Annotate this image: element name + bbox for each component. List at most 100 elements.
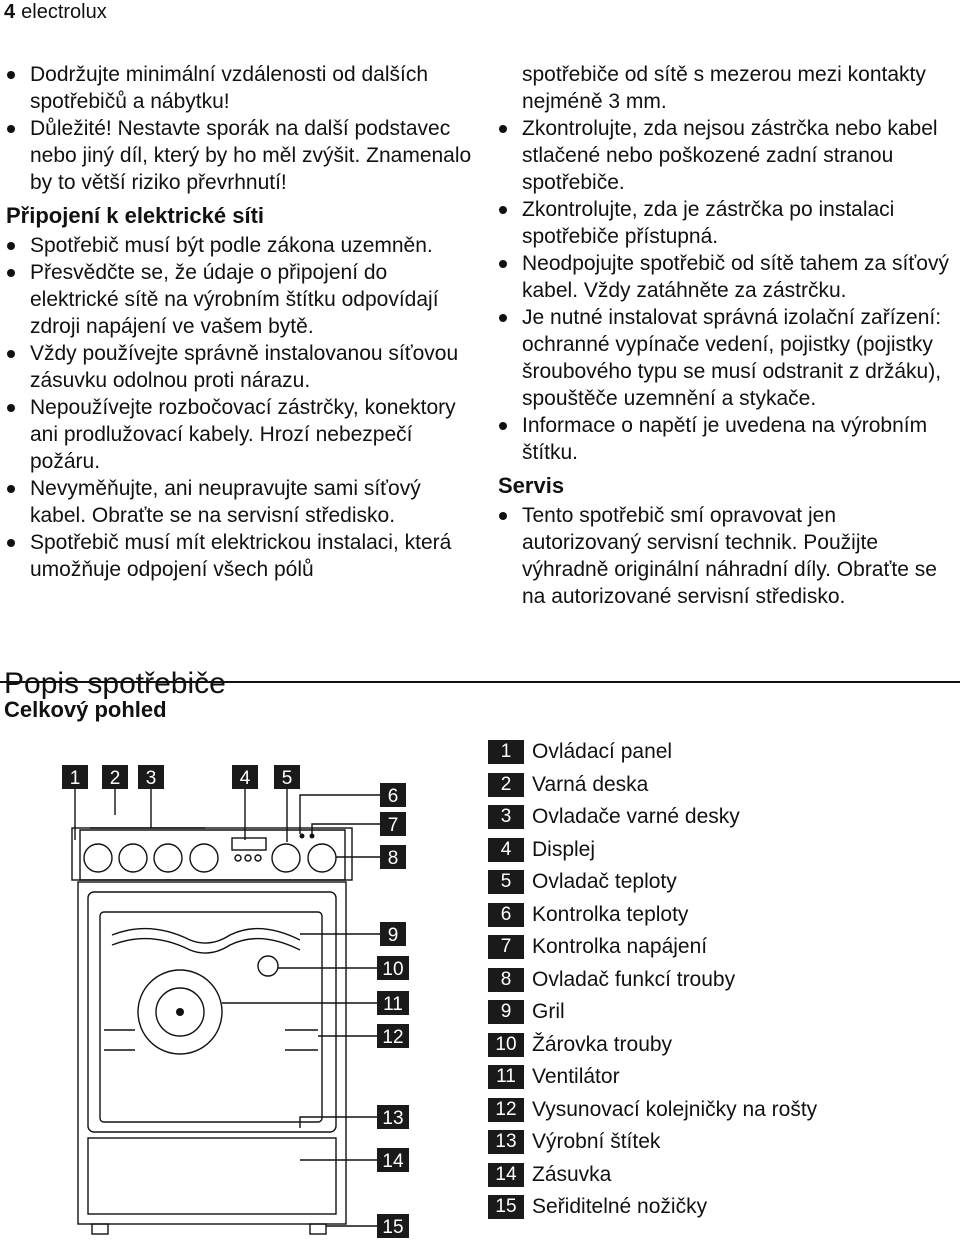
hob-knob-icon xyxy=(153,843,183,873)
fan-hub xyxy=(176,1008,184,1016)
leader-line xyxy=(222,794,380,1227)
list-item: Vždy používejte správně instalovanou síť… xyxy=(6,340,476,394)
svg-text:13: 13 xyxy=(382,1108,403,1129)
adjustable-foot xyxy=(309,1223,327,1235)
list-item: Je nutné instalovat správná izolační zař… xyxy=(498,304,960,412)
section-divider xyxy=(0,681,960,683)
callout-13: 13 xyxy=(377,1105,409,1129)
appliance-diagram: 1 2 3 4 5 6 7 8 9 10 11 12 13 14 15 xyxy=(62,765,409,1238)
button-icon xyxy=(244,854,252,862)
list-item: Informace o napětí je uvedena na výrobní… xyxy=(498,412,960,466)
list-item: Důležité! Nestavte sporák na další podst… xyxy=(6,115,476,196)
svg-text:4: 4 xyxy=(240,768,251,789)
list-item: Dodržujte minimální vzdálenosti od další… xyxy=(6,61,476,115)
list-item: Zkontrolujte, zda je zástrčka po instala… xyxy=(498,196,960,250)
service-list: Tento spotřebič smí opravovat jen autori… xyxy=(498,502,960,610)
intro-list: Dodržujte minimální vzdálenosti od další… xyxy=(6,61,476,196)
svg-text:11: 11 xyxy=(383,994,403,1015)
fan-cover xyxy=(137,969,223,1055)
callout-7: 7 xyxy=(380,812,406,836)
section-subtitle: Celkový pohled xyxy=(4,697,167,722)
cooker-body xyxy=(77,881,347,1225)
electric-heading: Připojení k elektrické síti xyxy=(6,203,265,228)
callout-8: 8 xyxy=(380,845,406,869)
callout-6: 6 xyxy=(380,783,406,807)
list-item: Nevyměňujte, ani neupravujte sami síťový… xyxy=(6,475,476,529)
callout-9: 9 xyxy=(380,922,406,946)
indicator-light-icon xyxy=(299,833,305,839)
temperature-knob-icon xyxy=(271,843,301,873)
svg-text:14: 14 xyxy=(382,1151,404,1172)
svg-text:15: 15 xyxy=(382,1217,403,1238)
callout-10: 10 xyxy=(377,956,409,980)
callout-5: 5 xyxy=(274,765,300,789)
svg-text:8: 8 xyxy=(388,848,399,869)
button-icon xyxy=(234,854,242,862)
section-title: Popis spotřebiče xyxy=(4,666,226,700)
callout-11: 11 xyxy=(377,991,409,1015)
callout-1: 1 xyxy=(62,765,88,789)
list-item: Spotřebič musí mít elektrickou instalaci… xyxy=(6,529,476,583)
svg-text:5: 5 xyxy=(282,768,293,789)
grill-element xyxy=(111,927,301,944)
hob-knob-icon xyxy=(83,843,113,873)
left-column: Dodržujte minimální vzdálenosti od další… xyxy=(6,61,476,583)
button-icon xyxy=(254,854,262,862)
callout-2: 2 xyxy=(102,765,128,789)
oven-lamp xyxy=(257,955,279,977)
display-icon xyxy=(231,837,267,851)
list-item: Spotřebič musí být podle zákona uzemněn. xyxy=(6,232,476,259)
svg-text:2: 2 xyxy=(110,768,121,789)
list-item: Neodpojujte spotřebič od sítě tahem za s… xyxy=(498,250,960,304)
svg-text:12: 12 xyxy=(382,1027,403,1048)
list-item: Nepoužívejte rozbočovací zástrčky, konek… xyxy=(6,394,476,475)
svg-text:3: 3 xyxy=(146,768,157,789)
list-item: Přesvědčte se, že údaje o připojení do e… xyxy=(6,259,476,340)
hob-knob-icon xyxy=(118,843,148,873)
page-number: 4 xyxy=(4,1,16,23)
fan-icon xyxy=(155,987,205,1037)
svg-text:10: 10 xyxy=(382,959,403,980)
callout-4: 4 xyxy=(232,765,258,789)
svg-text:7: 7 xyxy=(388,815,399,836)
right-list: Zkontrolujte, zda nejsou zástrčka nebo k… xyxy=(498,115,960,466)
function-knob-icon xyxy=(307,843,337,873)
adjustable-foot xyxy=(91,1223,109,1235)
svg-text:6: 6 xyxy=(388,786,399,807)
list-item: Zkontrolujte, zda nejsou zástrčka nebo k… xyxy=(498,115,960,196)
right-column: spotřebiče od sítě s mezerou mezi kontak… xyxy=(498,61,960,610)
leader-line xyxy=(74,789,288,842)
oven-cavity xyxy=(99,911,323,1123)
svg-text:1: 1 xyxy=(70,768,81,789)
drawer xyxy=(87,1137,337,1215)
indicator-light-icon xyxy=(309,833,315,839)
grill-element xyxy=(111,937,301,954)
list-item: Tento spotřebič smí opravovat jen autori… xyxy=(498,502,960,610)
svg-text:9: 9 xyxy=(388,925,399,946)
hob-knob-icon xyxy=(189,843,219,873)
electric-list: Spotřebič musí být podle zákona uzemněn.… xyxy=(6,232,476,583)
callout-3: 3 xyxy=(138,765,164,789)
control-panel xyxy=(71,827,353,881)
callout-15: 15 xyxy=(377,1214,409,1238)
oven-door-frame xyxy=(87,891,337,1133)
brand-name: electrolux xyxy=(21,1,107,23)
callout-14: 14 xyxy=(377,1148,409,1172)
continuation-text: spotřebiče od sítě s mezerou mezi kontak… xyxy=(522,63,926,113)
